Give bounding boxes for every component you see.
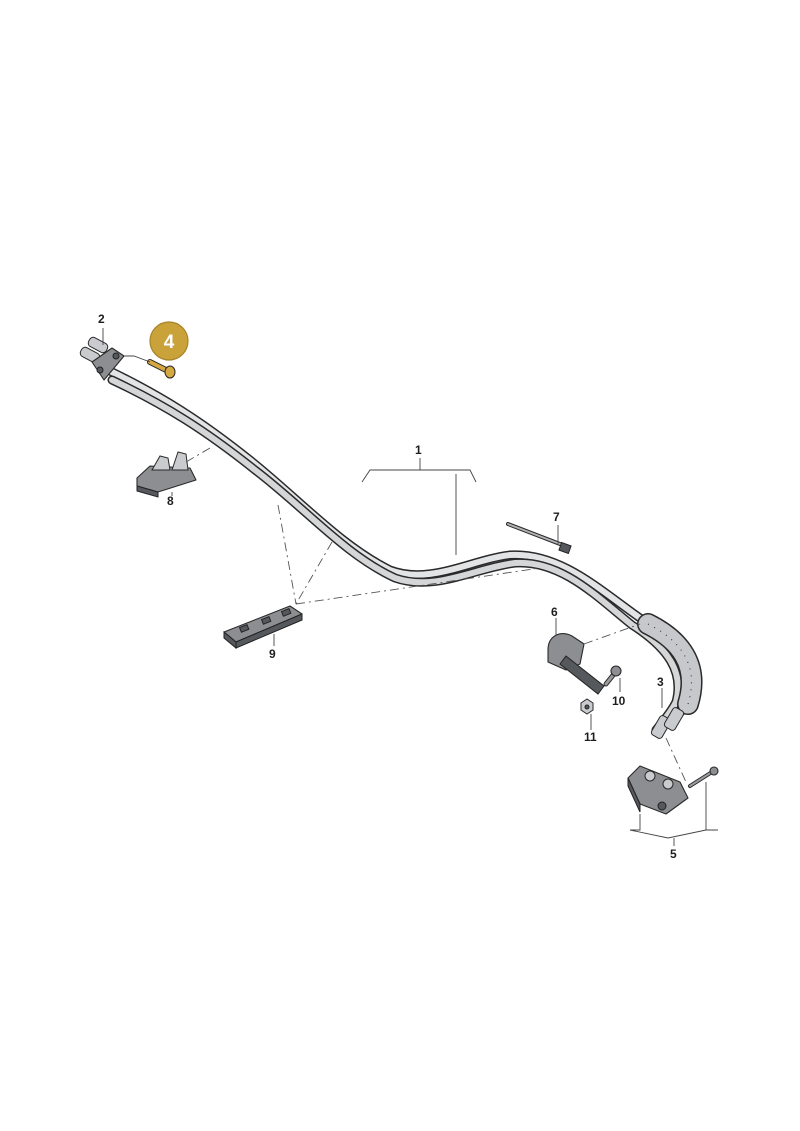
leader-lines <box>102 328 718 846</box>
callout-7: 7 <box>553 510 560 524</box>
bolt-highlighted[interactable] <box>147 359 176 379</box>
mounting-plate[interactable] <box>223 605 303 650</box>
callout-2: 2 <box>98 312 105 326</box>
callout-6: 6 <box>551 605 558 619</box>
bracket[interactable] <box>547 633 605 695</box>
callout-11: 11 <box>584 730 597 744</box>
callout-8: 8 <box>167 494 174 508</box>
callout-10: 10 <box>612 694 626 708</box>
screw[interactable] <box>603 665 622 687</box>
flange-connector[interactable] <box>79 336 125 381</box>
nut[interactable] <box>580 698 594 715</box>
highlight-circle <box>149 321 189 361</box>
highlight-callout[interactable]: 4 <box>149 321 189 361</box>
callout-3: 3 <box>657 675 664 689</box>
callout-9: 9 <box>269 647 276 661</box>
callout-labels: 1 2 3 5 6 7 8 9 10 11 <box>98 312 677 861</box>
pipe-assembly[interactable] <box>103 365 703 735</box>
callout-5: 5 <box>670 847 677 861</box>
cable-tie[interactable] <box>506 522 572 555</box>
pipe-end-connectors[interactable] <box>650 706 685 739</box>
pipe-holder[interactable] <box>136 451 197 498</box>
callout-1: 1 <box>415 443 422 457</box>
callout-4: 4 <box>164 332 175 353</box>
clamp[interactable] <box>627 765 719 815</box>
